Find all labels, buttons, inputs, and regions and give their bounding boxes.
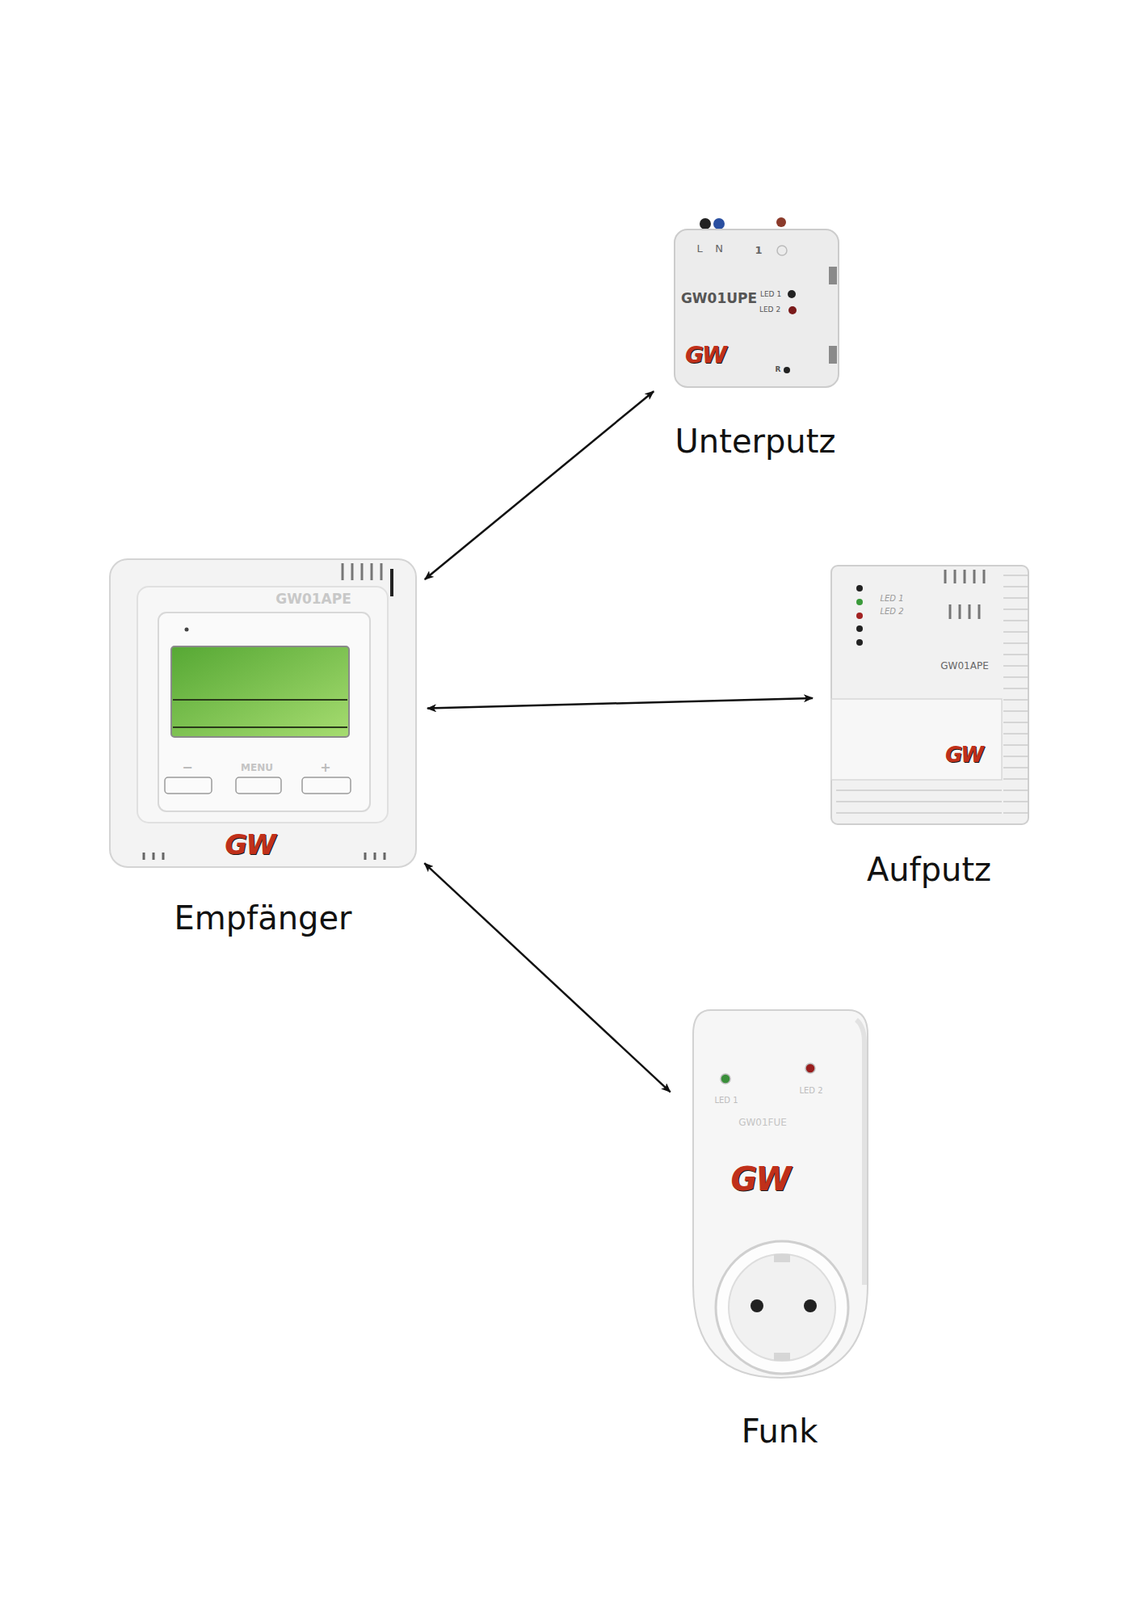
model-number: GW01FUE [738, 1117, 787, 1127]
module-cover [831, 698, 1002, 780]
flush-mounted-module [674, 217, 839, 387]
node-text-group: Funk [678, 1411, 881, 1451]
device-caption: Funk [678, 1411, 881, 1451]
node-text-group: Unterputz [662, 421, 849, 461]
button-label: − [181, 761, 193, 774]
led-indicator [805, 1063, 816, 1073]
plug-in-socket [693, 1009, 868, 1378]
socket-recess [728, 1253, 836, 1361]
push-button [235, 777, 282, 794]
device-housing [109, 559, 417, 867]
led-indicator [856, 612, 863, 619]
wire-terminal [713, 218, 725, 230]
socket-hole [803, 1299, 817, 1312]
brand-logo: GW [945, 744, 983, 766]
receiver-node: Empfänger [109, 559, 417, 938]
surface-mounted-module [831, 565, 1029, 825]
brand-logo: GW [224, 830, 274, 858]
led-label: LED 2 [759, 306, 781, 314]
module-housing [674, 229, 839, 387]
earth-clip [773, 1253, 791, 1262]
led-indicator [788, 306, 797, 315]
mounting-clip [828, 345, 837, 364]
wire-terminal [699, 218, 711, 230]
wire-terminal [776, 217, 787, 228]
housing-shade [856, 1019, 865, 1285]
reset-button [783, 366, 791, 374]
model-number: GW01APE [940, 660, 989, 671]
device-caption: Unterputz [662, 421, 849, 461]
double-arrow [427, 697, 813, 709]
device-caption: Empfänger [109, 898, 417, 938]
brand-logo: GW [731, 1162, 791, 1195]
push-button [302, 777, 351, 794]
led-label: LED 1 [879, 594, 904, 603]
double-arrow [424, 862, 670, 1092]
vent-slots [945, 569, 984, 619]
module-housing [831, 565, 1029, 825]
earth-clip [773, 1352, 791, 1361]
housing-ribs [1003, 575, 1029, 813]
led-label: LED 1 [760, 290, 782, 299]
sensor-dot [184, 627, 190, 632]
model-number: GW01APE [275, 592, 352, 606]
button-label: + [319, 761, 331, 774]
housing-ribs [836, 790, 1002, 813]
socket-hole [750, 1299, 764, 1312]
lcd-line [172, 726, 348, 728]
lcd-display [171, 646, 349, 737]
brand-logo: GW [685, 344, 726, 367]
plug-housing [693, 1009, 868, 1378]
led-label: LED 2 [798, 1086, 823, 1095]
power-symbol [777, 245, 787, 256]
led-indicator [856, 584, 863, 592]
vent-slots [342, 563, 382, 581]
led-indicator [787, 290, 796, 299]
double-arrow [424, 391, 654, 580]
socket-outlet [715, 1240, 849, 1374]
thermostat-device [109, 559, 417, 867]
vent-slot [390, 568, 394, 597]
device-node: Unterputz [662, 222, 849, 461]
lcd-line [172, 698, 348, 701]
device-node: Funk [678, 1005, 881, 1451]
led-indicator [856, 639, 863, 646]
terminal-label: 1 [754, 244, 762, 256]
terminal-label: L [696, 243, 703, 254]
node-text-group: Empfänger [109, 898, 417, 938]
device-frame [137, 586, 388, 823]
model-number: GW01UPE [681, 291, 757, 306]
node-text-group: Aufputz [824, 849, 1035, 889]
led-label: LED 1 [714, 1096, 738, 1105]
led-label: LED 2 [879, 607, 904, 616]
led-indicator [856, 598, 863, 606]
device-caption: Aufputz [824, 849, 1035, 889]
mounting-clip [828, 266, 837, 285]
terminal-label: N [714, 243, 724, 254]
push-button [164, 777, 212, 794]
button-label: MENU [240, 762, 274, 773]
led-indicator [720, 1073, 731, 1084]
led-indicator [856, 625, 863, 632]
device-node: Aufputz [824, 561, 1035, 889]
device-panel [158, 612, 370, 812]
button-label: R [775, 365, 782, 374]
